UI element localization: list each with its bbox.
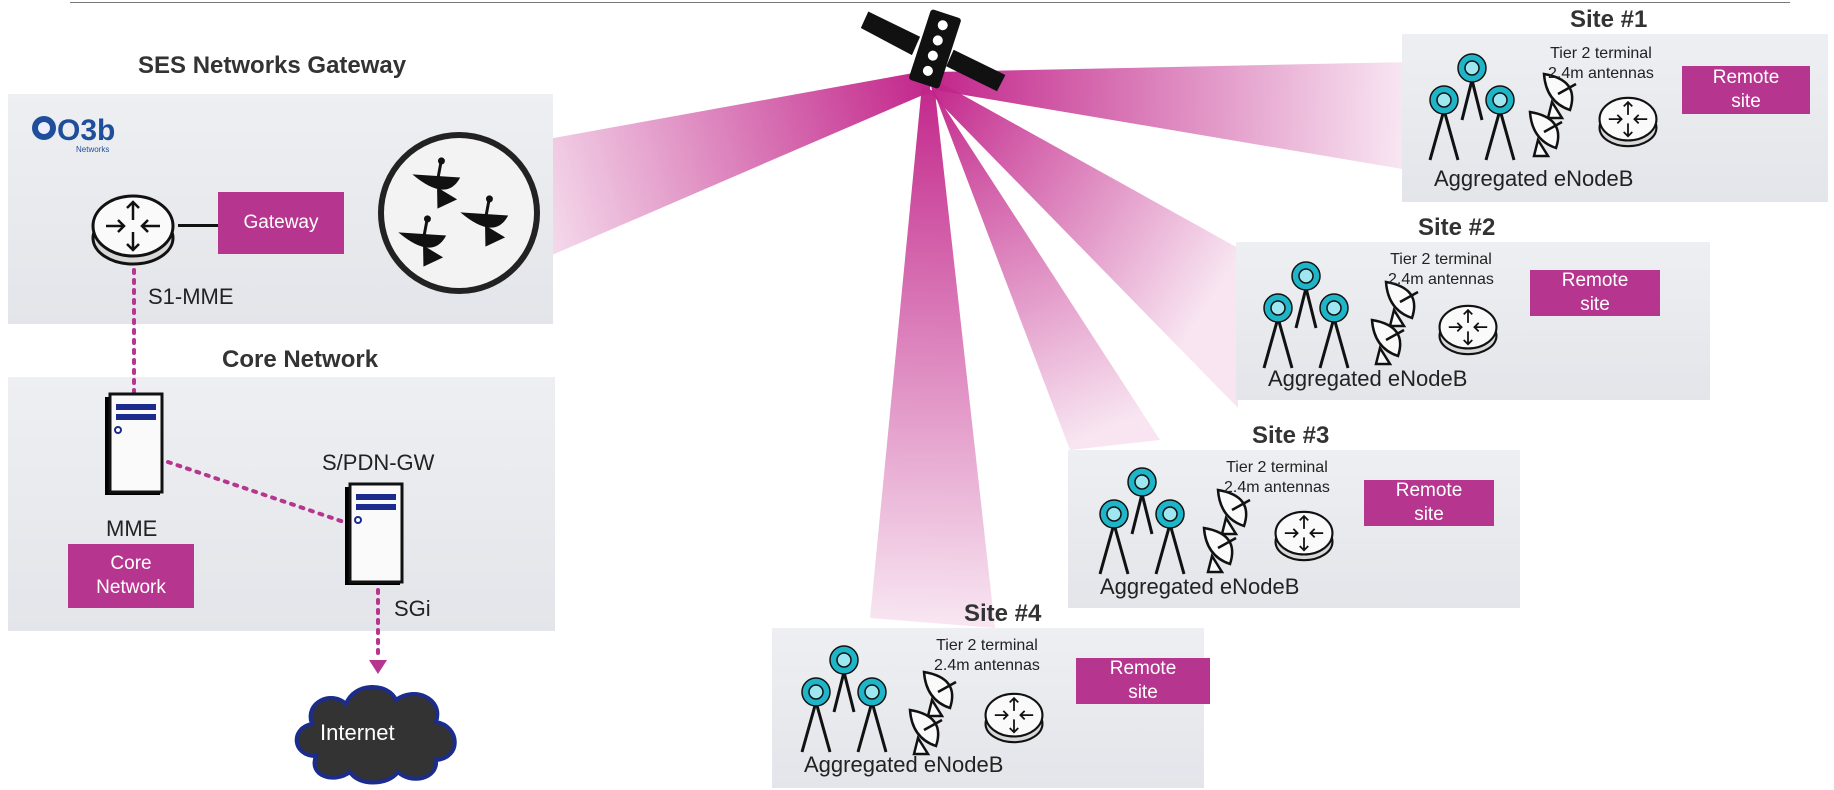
pgw-server-icon [342, 484, 406, 590]
internet-label: Internet [320, 720, 395, 746]
site-router-icon [982, 688, 1046, 748]
site-3: Site #3 Tier 2 terminal 2.4m antennas Re… [1068, 422, 1520, 608]
pgw-label: S/PDN-GW [322, 450, 434, 476]
site-caption: Aggregated eNodeB [1100, 574, 1299, 600]
mme-label: MME [106, 516, 157, 542]
sgi-label: SGi [394, 596, 431, 622]
core-badge: Core Network [68, 544, 194, 608]
enodeb-towers-icon [792, 642, 902, 754]
sgi-arrowhead [369, 660, 387, 674]
mme-pgw-link [168, 462, 344, 522]
remote-site-badge: Remote site [1364, 480, 1494, 526]
enodeb-towers-icon [1254, 258, 1364, 370]
enodeb-towers-icon [1090, 464, 1200, 576]
tier-line-1: Tier 2 terminal [1388, 250, 1494, 270]
remote-site-badge: Remote site [1076, 658, 1210, 704]
remote-site-badge: Remote site [1530, 270, 1660, 316]
badge-line-2: site [1731, 90, 1761, 114]
tier-text: Tier 2 terminal 2.4m antennas [1388, 250, 1494, 290]
badge-line-2: site [1414, 503, 1444, 527]
tier-line-2: 2.4m antennas [1224, 478, 1330, 498]
core-badge-line2: Network [96, 576, 166, 600]
site-title: Site #3 [1252, 422, 1329, 450]
site-caption: Aggregated eNodeB [804, 752, 1003, 778]
tier-line-1: Tier 2 terminal [1224, 458, 1330, 478]
site-router-icon [1436, 300, 1500, 360]
tier-line-1: Tier 2 terminal [934, 636, 1040, 656]
badge-line-2: site [1128, 681, 1158, 705]
site-title: Site #2 [1418, 214, 1495, 242]
tier-line-1: Tier 2 terminal [1548, 44, 1654, 64]
site-4: Site #4 Tier 2 terminal 2.4m antennas Re… [772, 600, 1204, 788]
mme-server-icon [102, 394, 166, 500]
badge-line-2: site [1580, 293, 1610, 317]
antenna-dishes-icon [900, 664, 970, 760]
tier-line-2: 2.4m antennas [1388, 270, 1494, 290]
site-1: Site #1 Tier 2 terminal 2.4m antennas [1402, 6, 1828, 202]
tier-line-2: 2.4m antennas [934, 656, 1040, 676]
tier-text: Tier 2 terminal 2.4m antennas [1548, 44, 1654, 84]
site-caption: Aggregated eNodeB [1434, 166, 1633, 192]
site-title: Site #1 [1570, 6, 1647, 34]
site-router-icon [1272, 506, 1336, 566]
tier-text: Tier 2 terminal 2.4m antennas [934, 636, 1040, 676]
site-router-icon [1596, 92, 1660, 152]
badge-line-1: Remote [1713, 66, 1780, 90]
badge-line-1: Remote [1110, 657, 1177, 681]
enodeb-towers-icon [1420, 50, 1530, 162]
remote-site-badge: Remote site [1682, 66, 1810, 114]
badge-line-1: Remote [1396, 479, 1463, 503]
core-badge-line1: Core [110, 552, 151, 576]
tier-text: Tier 2 terminal 2.4m antennas [1224, 458, 1330, 498]
site-caption: Aggregated eNodeB [1268, 366, 1467, 392]
badge-line-1: Remote [1562, 269, 1629, 293]
tier-line-2: 2.4m antennas [1548, 64, 1654, 84]
site-2: Site #2 Tier 2 terminal 2.4m antennas Re… [1236, 214, 1710, 400]
site-title: Site #4 [964, 600, 1041, 628]
